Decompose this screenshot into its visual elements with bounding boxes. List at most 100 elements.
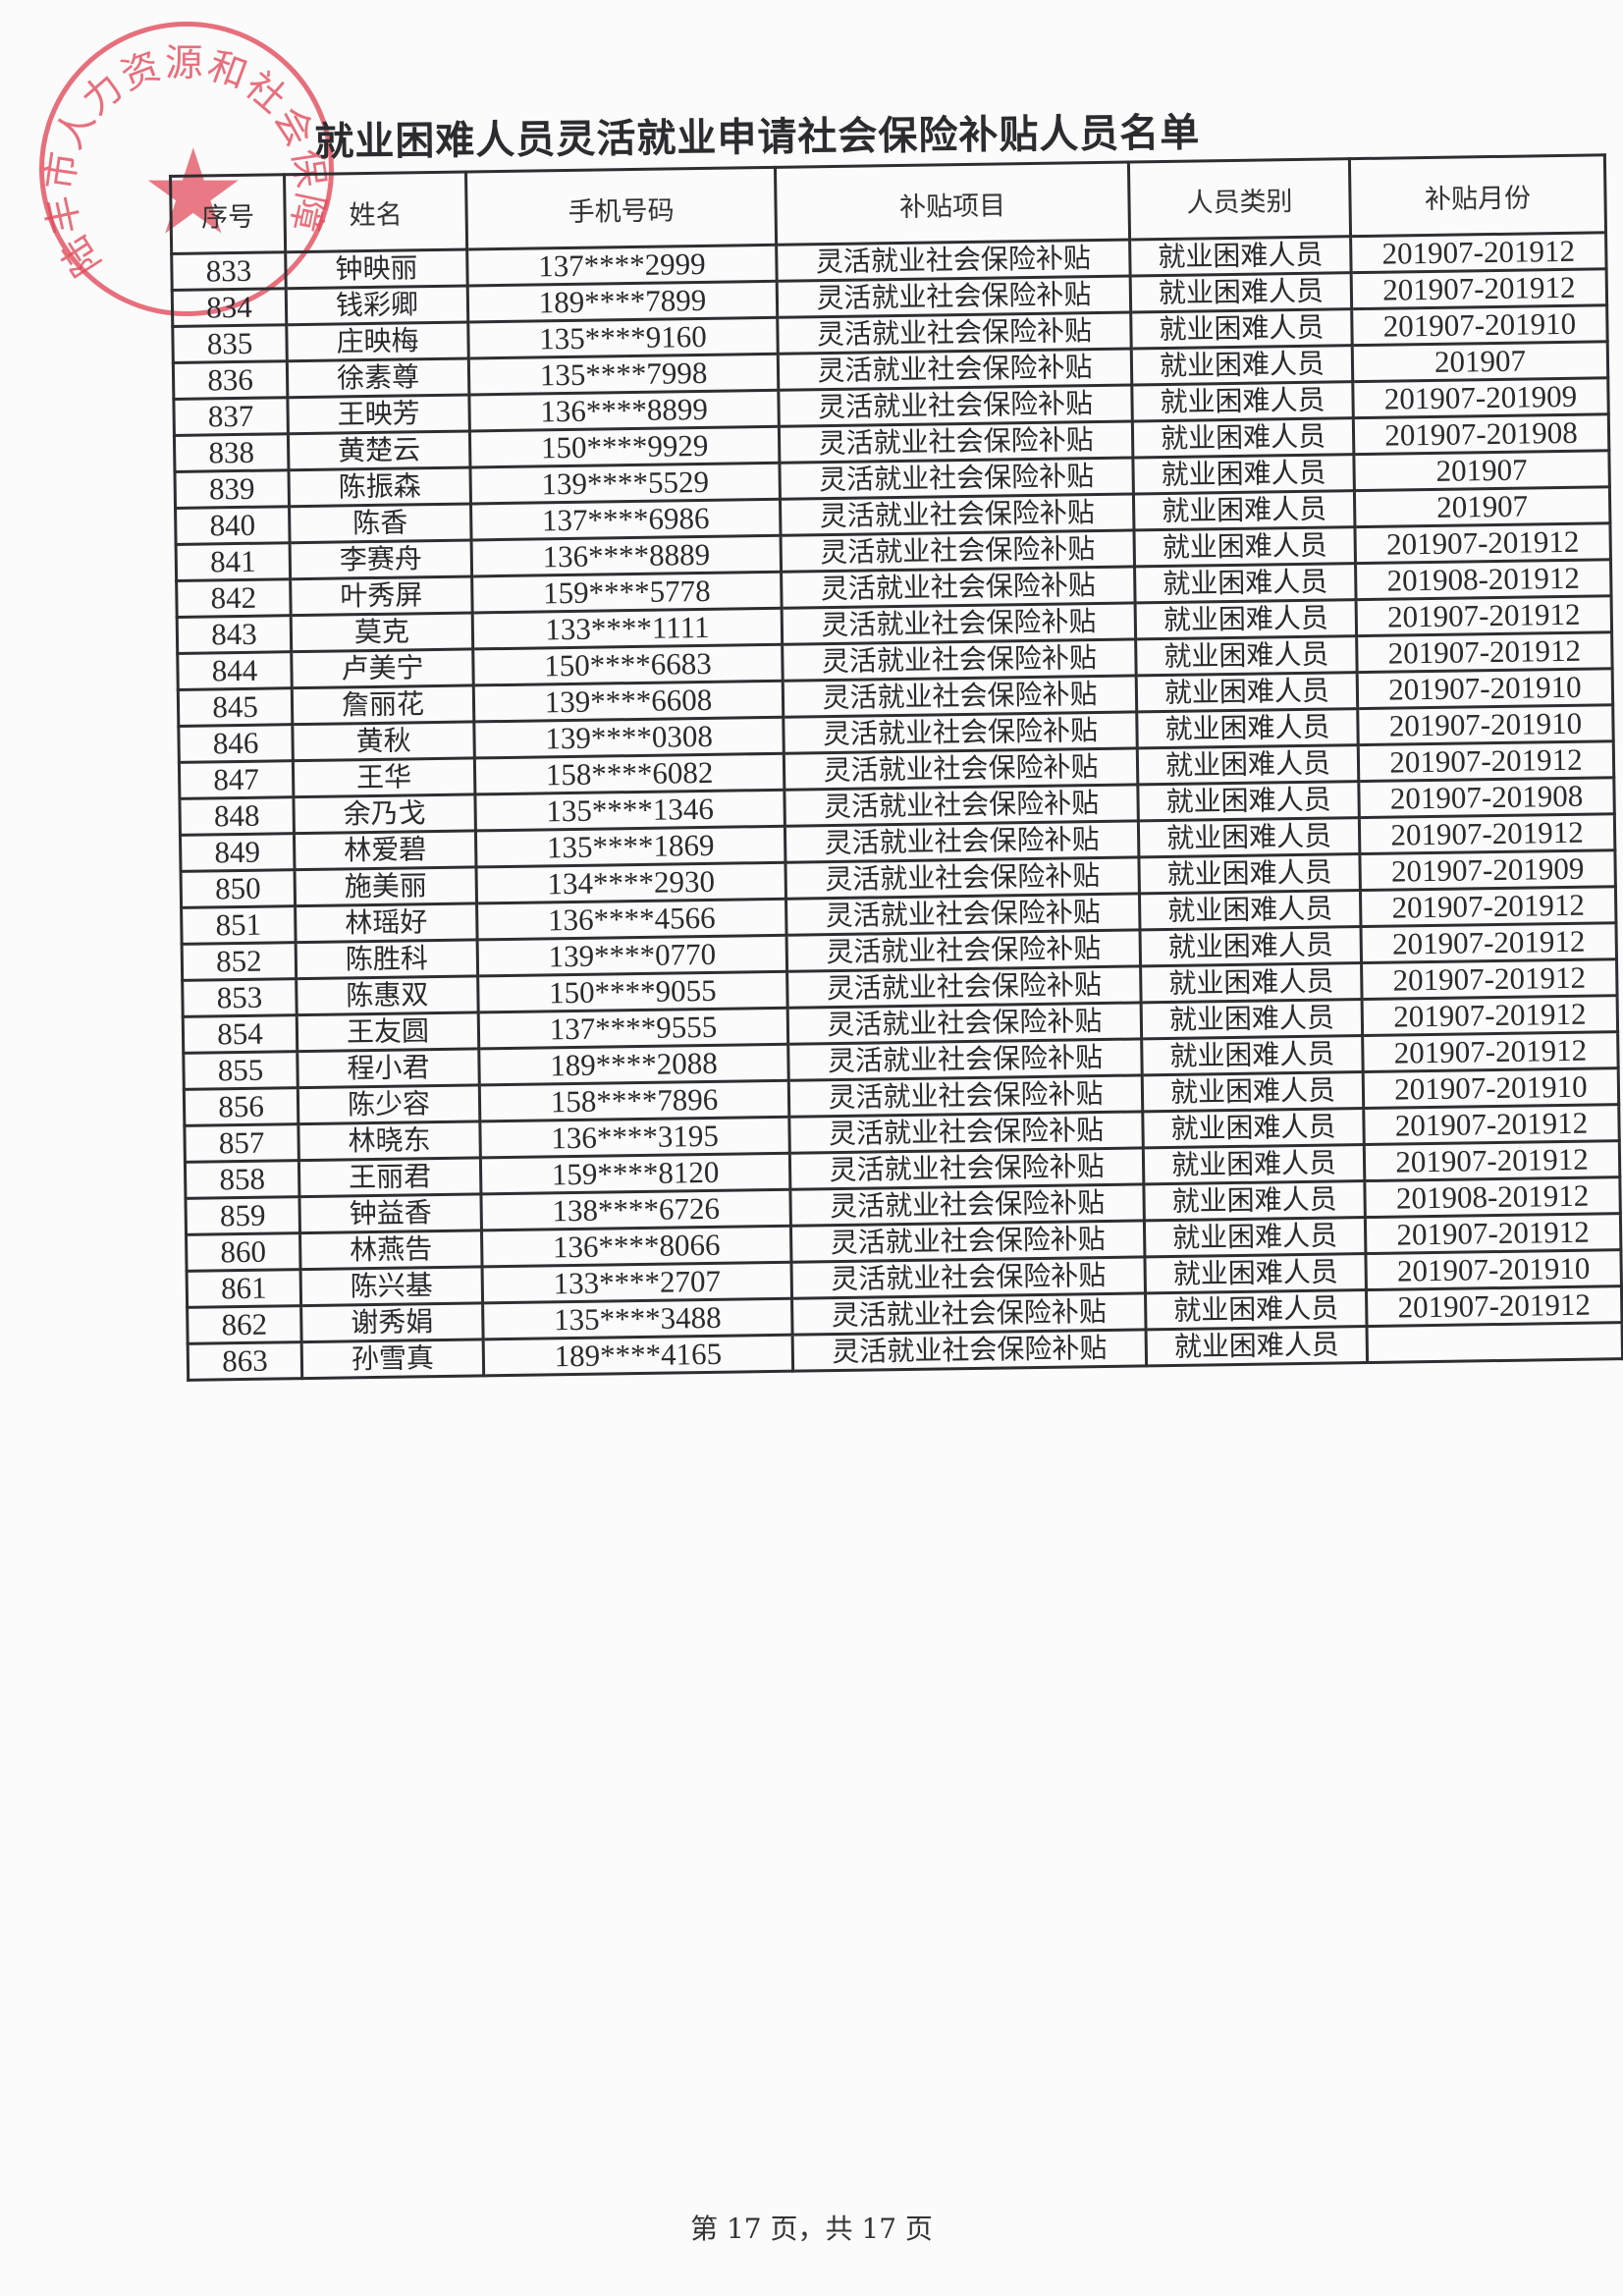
row-index: 858	[185, 1160, 299, 1199]
row-person-type: 就业困难人员	[1134, 563, 1357, 603]
row-index: 843	[177, 615, 292, 654]
row-subsidy-months: 201907-201912	[1365, 1213, 1621, 1254]
row-index: 863	[188, 1341, 302, 1381]
row-subsidy-months: 201907-201912	[1363, 1104, 1620, 1145]
row-subsidy-item: 灵活就业社会保险补贴	[782, 638, 1137, 682]
row-index: 841	[176, 542, 291, 581]
row-subsidy-item: 灵活就业社会保险补贴	[788, 1111, 1144, 1154]
row-subsidy-months: 201907-201912	[1361, 958, 1618, 1000]
row-phone: 135****1346	[474, 790, 785, 831]
row-subsidy-months: 201907-201912	[1354, 522, 1611, 564]
row-subsidy-item: 灵活就业社会保险补贴	[783, 711, 1138, 754]
row-name: 詹丽花	[292, 684, 474, 725]
row-name: 陈兴基	[300, 1266, 483, 1306]
row-name: 黄楚云	[288, 430, 470, 470]
row-subsidy-item: 灵活就业社会保险补贴	[784, 820, 1139, 863]
star-icon: ★	[140, 125, 246, 261]
row-person-type: 就业困难人员	[1136, 672, 1358, 712]
row-subsidy-months: 201907-201910	[1365, 1249, 1622, 1290]
row-phone: 133****2707	[482, 1262, 792, 1303]
row-subsidy-item: 灵活就业社会保险补贴	[788, 1074, 1143, 1118]
row-subsidy-months: 201907-201908	[1353, 413, 1609, 455]
row-name: 陈少容	[298, 1084, 480, 1124]
row-phone: 135****1869	[475, 826, 785, 867]
row-name: 陈振森	[288, 466, 471, 507]
row-person-type: 就业困难人员	[1137, 781, 1360, 821]
row-person-type: 就业困难人员	[1131, 345, 1353, 385]
row-name: 钱彩卿	[286, 285, 468, 325]
row-subsidy-item: 灵活就业社会保险补贴	[783, 675, 1137, 718]
row-index: 862	[187, 1305, 302, 1344]
row-subsidy-months: 201907-201912	[1362, 995, 1618, 1036]
row-index: 847	[179, 760, 294, 799]
row-name: 李赛舟	[290, 539, 472, 579]
row-subsidy-months: 201907-201912	[1364, 1140, 1620, 1181]
row-person-type: 就业困难人员	[1142, 1108, 1365, 1148]
row-phone: 139****0770	[477, 935, 787, 976]
row-subsidy-months: 201907-201910	[1363, 1067, 1619, 1109]
row-name: 林瑶好	[295, 902, 478, 943]
row-subsidy-item: 灵活就业社会保险补贴	[787, 1002, 1142, 1045]
row-index: 839	[174, 469, 290, 509]
row-person-type: 就业困难人员	[1146, 1326, 1368, 1366]
row-phone: 150****9929	[469, 426, 780, 467]
row-name: 王丽君	[298, 1157, 481, 1197]
page-title: 就业困难人员灵活就业申请社会保险补贴人员名单	[314, 110, 1201, 165]
row-person-type: 就业困难人员	[1130, 308, 1353, 349]
row-name: 王华	[293, 757, 475, 797]
row-name: 钟益香	[298, 1193, 482, 1233]
row-subsidy-months: 201907-201908	[1358, 777, 1615, 818]
row-person-type: 就业困难人员	[1142, 1071, 1364, 1112]
row-phone: 136****4566	[476, 899, 787, 940]
row-subsidy-item: 灵活就业社会保险补贴	[792, 1329, 1147, 1372]
row-index: 851	[181, 905, 297, 945]
row-subsidy-months: 201907-201912	[1366, 1285, 1622, 1327]
row-person-type: 就业困难人员	[1129, 236, 1352, 276]
header-name: 姓名	[284, 172, 467, 252]
row-subsidy-months: 201907-201909	[1359, 849, 1616, 891]
row-subsidy-months: 201907-201909	[1352, 377, 1609, 418]
row-index: 860	[186, 1232, 301, 1272]
row-name: 叶秀屏	[290, 575, 473, 616]
header-phone: 手机号码	[465, 167, 777, 250]
row-index: 854	[183, 1014, 298, 1054]
row-subsidy-item: 灵活就业社会保险补贴	[781, 566, 1136, 609]
row-subsidy-months: 201907	[1354, 486, 1610, 527]
row-index: 853	[182, 978, 298, 1017]
row-person-type: 就业困难人员	[1139, 890, 1361, 930]
row-subsidy-item: 灵活就业社会保险补贴	[781, 529, 1135, 573]
row-subsidy-months: 201907-201912	[1350, 232, 1607, 273]
row-phone: 159****8120	[480, 1153, 790, 1194]
header-subsidy-months: 补贴月份	[1349, 154, 1606, 237]
row-name: 王友圆	[297, 1011, 479, 1052]
seal-text: 陆丰市人力资源和社会保障局	[44, 27, 329, 284]
row-subsidy-months: 201907-201912	[1360, 886, 1616, 927]
row-subsidy-item: 灵活就业社会保险补贴	[776, 239, 1131, 282]
row-subsidy-item: 灵活就业社会保险补贴	[784, 747, 1138, 791]
row-name: 陈香	[289, 503, 472, 543]
row-subsidy-months: 201907	[1353, 450, 1610, 491]
row-phone: 133****1111	[472, 608, 783, 649]
row-phone: 135****7998	[468, 354, 779, 395]
row-person-type: 就业困难人员	[1136, 708, 1359, 748]
row-subsidy-months: 201907-201912	[1358, 740, 1614, 782]
header-person-type: 人员类别	[1128, 158, 1351, 240]
row-phone: 189****2088	[478, 1044, 789, 1085]
row-index: 848	[179, 796, 295, 836]
row-person-type: 就业困难人员	[1143, 1180, 1366, 1221]
row-subsidy-months: 201908-201912	[1364, 1176, 1621, 1218]
row-person-type: 就业困难人员	[1131, 381, 1354, 421]
row-subsidy-item: 灵活就业社会保险补贴	[778, 348, 1132, 391]
row-subsidy-item: 灵活就业社会保险补贴	[777, 311, 1132, 355]
row-subsidy-months: 201907-201912	[1362, 1031, 1619, 1072]
row-person-type: 就业困难人员	[1135, 635, 1358, 676]
row-index: 845	[178, 687, 293, 727]
row-phone: 139****5529	[469, 463, 781, 504]
row-person-type: 就业困难人员	[1138, 817, 1360, 857]
row-index: 855	[183, 1051, 298, 1090]
row-phone: 158****7896	[479, 1080, 789, 1121]
row-person-type: 就业困难人员	[1138, 853, 1361, 894]
row-name: 林爱碧	[294, 830, 476, 870]
row-index: 834	[172, 288, 287, 327]
